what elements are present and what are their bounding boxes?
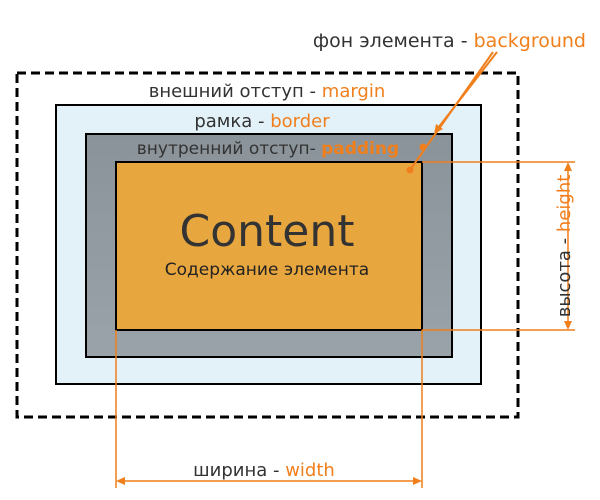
height-label-ru: высота - bbox=[554, 232, 575, 317]
padding-label: внутренний отступ- padding bbox=[137, 139, 399, 159]
height-label-en: height bbox=[554, 175, 575, 232]
height-arrow-bottom bbox=[564, 321, 572, 330]
margin-label-en: margin bbox=[322, 81, 385, 102]
content-area bbox=[115, 161, 423, 331]
pointer-dot-padding bbox=[419, 143, 427, 151]
border-label: рамка - border bbox=[194, 111, 330, 132]
pointer-dot-content bbox=[406, 166, 414, 174]
width-label: ширина - width bbox=[193, 460, 335, 481]
margin-area bbox=[15, 71, 520, 419]
padding-label-ru: внутренний отступ- bbox=[137, 139, 321, 159]
margin-label-ru: внешний отступ - bbox=[149, 81, 322, 102]
width-arrow-left bbox=[116, 477, 125, 485]
background-label-ru: фон элемента - bbox=[313, 30, 474, 52]
border-label-en: border bbox=[270, 111, 330, 132]
width-label-en: width bbox=[285, 460, 335, 481]
border-label-ru: рамка - bbox=[194, 111, 270, 132]
height-label: высота - height bbox=[554, 175, 575, 318]
padding-label-en: padding bbox=[321, 139, 399, 159]
background-label-en: background bbox=[474, 30, 586, 52]
background-label: фон элемента - background bbox=[313, 30, 586, 52]
margin-label: внешний отступ - margin bbox=[149, 81, 386, 102]
content-title: Content bbox=[180, 206, 355, 257]
width-arrow-right bbox=[413, 477, 422, 485]
content-subtitle: Содержание элемента bbox=[165, 260, 369, 280]
width-label-ru: ширина - bbox=[193, 460, 285, 481]
height-arrow-top bbox=[564, 162, 572, 171]
